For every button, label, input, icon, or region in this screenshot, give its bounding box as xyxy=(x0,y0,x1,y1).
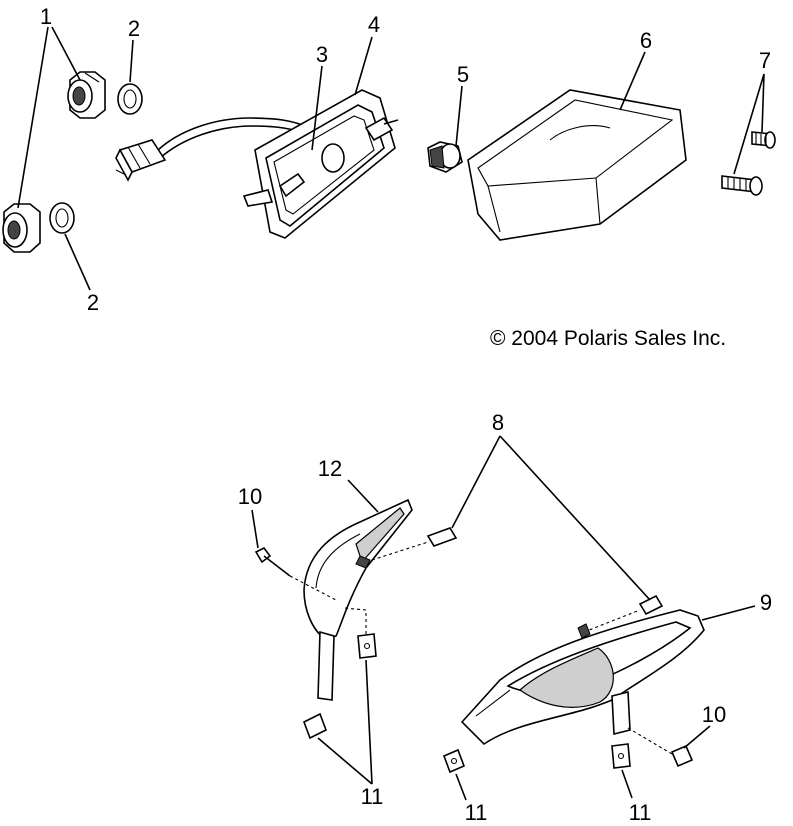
lens xyxy=(467,89,687,241)
bulb xyxy=(427,141,463,173)
screw-8-left xyxy=(371,527,458,561)
screw-10-right xyxy=(627,727,694,768)
callout-5: 5 xyxy=(457,62,469,87)
nut-upper xyxy=(67,71,106,119)
callout-9: 9 xyxy=(760,590,772,615)
callout-10-right: 10 xyxy=(702,702,726,727)
screw-upper xyxy=(751,131,776,149)
callout-10-left: 10 xyxy=(238,484,262,509)
callout-2-lower: 2 xyxy=(87,290,99,315)
callout-8: 8 xyxy=(492,410,504,435)
screw-10-left xyxy=(254,546,337,601)
headlight-bezel xyxy=(460,609,705,746)
clip-11-left xyxy=(343,607,377,659)
clip-11-center xyxy=(442,748,466,774)
callout-1: 1 xyxy=(40,4,52,29)
callout-12: 12 xyxy=(318,456,342,481)
callout-11-left: 11 xyxy=(361,784,384,809)
copyright-notice: © 2004 Polaris Sales Inc. xyxy=(490,327,726,350)
callout-7: 7 xyxy=(759,48,771,73)
clip-11-right xyxy=(611,743,631,769)
reflector-left xyxy=(302,498,413,740)
screw-8-right xyxy=(577,594,664,639)
callout-11-right: 11 xyxy=(629,800,652,825)
callout-2-upper: 2 xyxy=(128,16,140,41)
callout-3: 3 xyxy=(316,42,328,67)
nut-lower xyxy=(2,203,41,253)
tail-light-housing xyxy=(115,89,399,239)
washer-lower xyxy=(49,202,75,234)
washer-upper xyxy=(117,83,143,115)
callout-11-center: 11 xyxy=(465,800,488,825)
callout-6: 6 xyxy=(640,28,652,53)
callout-4: 4 xyxy=(368,12,380,37)
screw-lower xyxy=(721,175,763,196)
